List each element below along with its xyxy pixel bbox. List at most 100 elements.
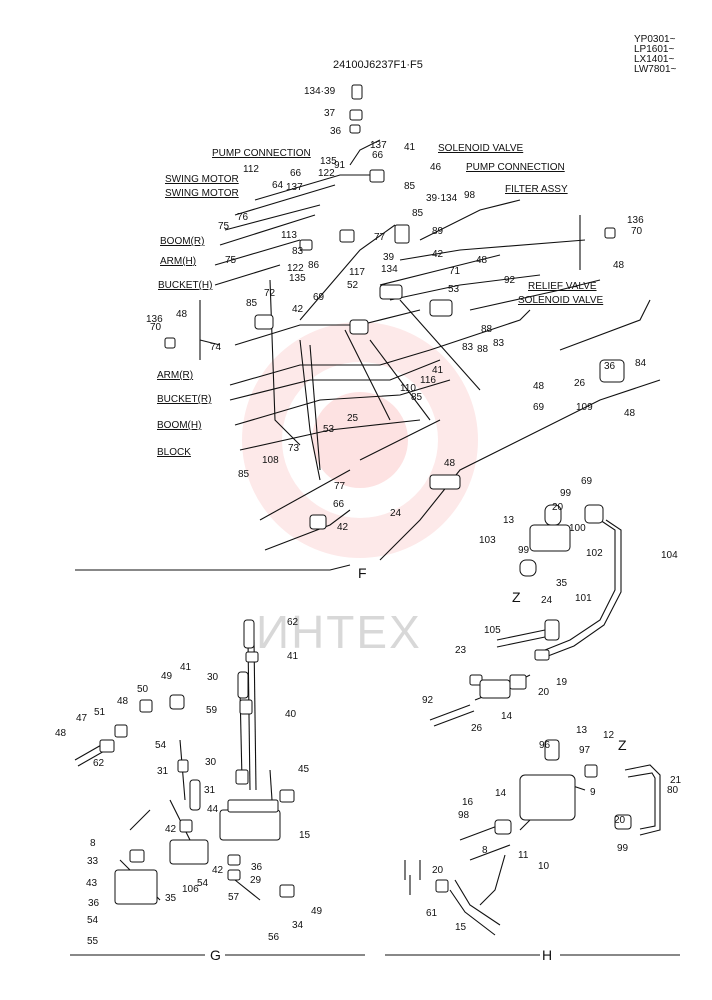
part-number: 24 <box>390 508 402 519</box>
part-number: 53 <box>323 424 335 435</box>
part-number: 70 <box>150 322 162 333</box>
part-number: 76 <box>237 212 249 223</box>
part-number: 73 <box>288 443 300 454</box>
model-code: LX1401~ <box>634 54 674 65</box>
part-number: 48 <box>55 728 67 739</box>
part-number: 41 <box>432 365 444 376</box>
part-number: 48 <box>533 381 545 392</box>
part-number: 10 <box>538 861 550 872</box>
part-number: 96 <box>539 740 551 751</box>
section-label-f: F <box>358 565 367 581</box>
part-number: 12 <box>603 730 615 741</box>
callout-label: BOOM(R) <box>160 236 204 247</box>
part-number: 42 <box>165 824 177 835</box>
part-number: 135 <box>289 273 306 284</box>
part-number: 14 <box>501 711 513 722</box>
part-number: 13 <box>576 725 588 736</box>
part-number: 42 <box>432 249 444 260</box>
callout-label: ARM(H) <box>160 256 196 267</box>
detail-label-z: Z <box>512 589 521 605</box>
part-number: 53 <box>448 284 460 295</box>
part-number: 33 <box>87 856 99 867</box>
part-number: 36 <box>251 862 263 873</box>
part-number: 55 <box>87 936 99 947</box>
part-number: 80 <box>667 785 679 796</box>
part-number: 116 <box>420 375 436 386</box>
part-number: 84 <box>635 358 647 369</box>
part-number: 30 <box>205 757 217 768</box>
callout-label: BUCKET(R) <box>157 394 211 405</box>
part-number: 122 <box>318 168 335 179</box>
part-number: 42 <box>337 522 349 533</box>
callout-label: PUMP CONNECTION <box>212 148 311 159</box>
part-number: 36 <box>88 898 100 909</box>
part-number: 62 <box>93 758 105 769</box>
part-number: 97 <box>579 745 591 756</box>
part-number: 103 <box>479 535 496 546</box>
part-number: 74 <box>210 342 222 353</box>
part-number: 88 <box>481 324 493 335</box>
callout-label: SWING MOTOR <box>165 174 239 185</box>
watermark-text: ИНТЕХ <box>256 606 422 658</box>
part-number: 48 <box>176 309 188 320</box>
model-code: YP0301~ <box>634 34 676 45</box>
part-number: 48 <box>117 696 129 707</box>
callout-label: SOLENOID VALVE <box>438 143 524 154</box>
part-number: 100 <box>569 523 586 534</box>
part-number: 137 <box>370 140 387 151</box>
part-number: 24 <box>541 595 553 606</box>
part-number: 48 <box>624 408 636 419</box>
part-number: 101 <box>575 593 592 604</box>
part-number: 135 <box>320 156 337 167</box>
part-number: 16 <box>462 797 474 808</box>
fittings-and-blocks <box>99 84 632 905</box>
part-number: 8 <box>90 838 96 849</box>
part-number: 36 <box>604 361 616 372</box>
part-number: 89 <box>432 226 444 237</box>
part-number: 91 <box>334 160 346 171</box>
drawing-number: 24100J6237F1·F5 <box>333 59 423 71</box>
part-number: 47 <box>76 713 88 724</box>
part-number: 9 <box>590 787 596 798</box>
part-number: 69 <box>313 292 325 303</box>
part-number: 122 <box>287 263 304 274</box>
part-number: 44 <box>207 804 219 815</box>
part-number: 42 <box>212 865 224 876</box>
part-number: 72 <box>264 288 276 299</box>
labels: 24100J6237F1·F5YP0301~LP1601~LX1401~LW78… <box>55 34 682 963</box>
part-number: 59 <box>206 705 218 716</box>
part-number: 51 <box>94 707 106 718</box>
part-number: 57 <box>228 892 240 903</box>
part-number: 20 <box>552 502 564 513</box>
part-number: 99 <box>560 488 572 499</box>
part-number: 48 <box>476 255 488 266</box>
part-number: 31 <box>204 785 216 796</box>
part-number: 46 <box>430 162 442 173</box>
part-number: 86 <box>308 260 320 271</box>
part-number: 92 <box>422 695 434 706</box>
part-number: 66 <box>372 150 384 161</box>
model-code: LW7801~ <box>634 64 677 75</box>
part-number: 75 <box>218 221 230 232</box>
callout-label: SOLENOID VALVE <box>518 295 604 306</box>
part-number: 64 <box>272 180 284 191</box>
callout-label: FILTER ASSY <box>505 184 568 195</box>
part-number: 15 <box>299 830 311 841</box>
part-number: 69 <box>533 402 545 413</box>
detail-label-z: Z <box>618 737 627 753</box>
part-number: 71 <box>449 266 461 277</box>
part-number: 34 <box>292 920 304 931</box>
part-number: 49 <box>161 671 173 682</box>
callout-label: BLOCK <box>157 447 191 458</box>
part-number: 54 <box>197 878 209 889</box>
part-number: 104 <box>661 550 678 561</box>
part-number: 66 <box>333 499 345 510</box>
part-number: 70 <box>631 226 643 237</box>
part-number: 43 <box>86 878 98 889</box>
part-number: 134·39 <box>304 86 336 97</box>
part-number: 112 <box>243 164 259 175</box>
callout-label: BOOM(H) <box>157 420 201 431</box>
part-number: 39·134 <box>426 193 458 204</box>
part-number: 105 <box>484 625 501 636</box>
